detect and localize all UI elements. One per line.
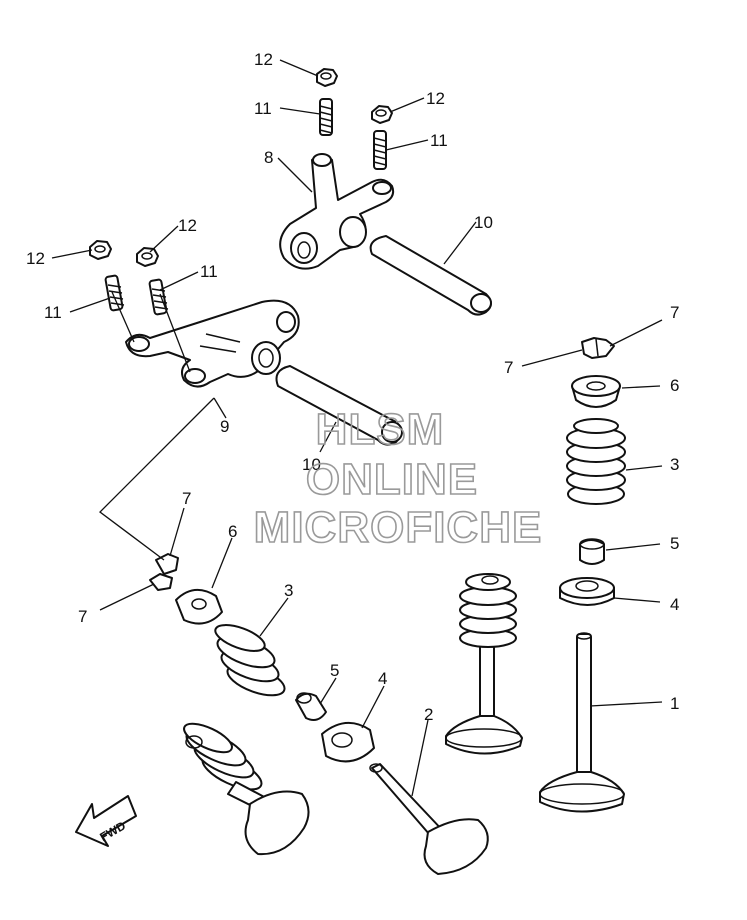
nut-left-2 [136, 247, 159, 267]
callout-12: 12 [26, 249, 45, 268]
callout-4: 4 [670, 595, 679, 614]
callout-10: 10 [302, 455, 321, 474]
adjuster-screw-left-1 [104, 274, 125, 312]
adjuster-screw-upper-1 [319, 98, 333, 136]
valve-spring-left [214, 624, 286, 697]
valve-assembly-lower-left [183, 722, 310, 856]
callout-4: 4 [378, 669, 387, 688]
nut-upper-1 [316, 68, 338, 87]
exhaust-valve-right [539, 632, 625, 813]
callout-9: 9 [220, 417, 229, 436]
nut-left-1 [89, 240, 112, 260]
spring-seat-left [321, 722, 375, 763]
callout-3: 3 [670, 455, 679, 474]
cotter-left-1 [155, 553, 179, 575]
callout-7: 7 [182, 489, 191, 508]
callout-11: 11 [430, 131, 448, 150]
callout-11: 11 [200, 262, 218, 281]
rocker-arm-left [125, 299, 300, 388]
rocker-arm-upper [279, 153, 395, 270]
callout-3: 3 [284, 581, 293, 600]
watermark-line-1: HLSM [316, 405, 445, 454]
callout-7: 7 [504, 358, 513, 377]
callout-5: 5 [670, 534, 679, 553]
adjuster-screw-left-2 [148, 278, 169, 316]
callout-6: 6 [670, 376, 679, 395]
callout-8: 8 [264, 148, 273, 167]
intake-valve-left [369, 763, 489, 875]
leader-lines [51, 59, 663, 797]
spring-retainer-left [175, 589, 223, 625]
callout-10: 10 [474, 213, 493, 232]
callout-11: 11 [44, 303, 62, 322]
callout-11: 11 [254, 99, 272, 118]
callout-7: 7 [670, 303, 679, 322]
valve-assembly-center [445, 573, 523, 755]
callout-12: 12 [254, 50, 273, 69]
stem-seal-right [579, 538, 605, 565]
callout-2: 2 [424, 705, 433, 724]
callout-12: 12 [178, 216, 197, 235]
watermark: HLSM ONLINE MICROFICHE [253, 404, 543, 553]
cotter-right [581, 337, 615, 359]
callout-7: 7 [78, 607, 87, 626]
callout-1: 1 [670, 694, 679, 713]
watermark-line-3: MICROFICHE [254, 503, 543, 552]
spring-retainer-right [571, 375, 621, 408]
callout-5: 5 [330, 661, 339, 680]
rocker-shaft-upper [369, 235, 492, 316]
forward-direction-arrow: FWD [75, 795, 137, 847]
stem-seal-left [295, 692, 327, 721]
rocker-shaft-left [275, 365, 403, 446]
valve-spring-right [566, 418, 626, 505]
cotter-left-2 [149, 573, 173, 591]
callout-6: 6 [228, 522, 237, 541]
adjuster-screw-upper-2 [373, 130, 387, 170]
spring-seat-right [559, 577, 615, 606]
callout-12: 12 [426, 89, 445, 108]
nut-upper-2 [371, 105, 393, 124]
watermark-line-2: ONLINE [306, 455, 478, 504]
